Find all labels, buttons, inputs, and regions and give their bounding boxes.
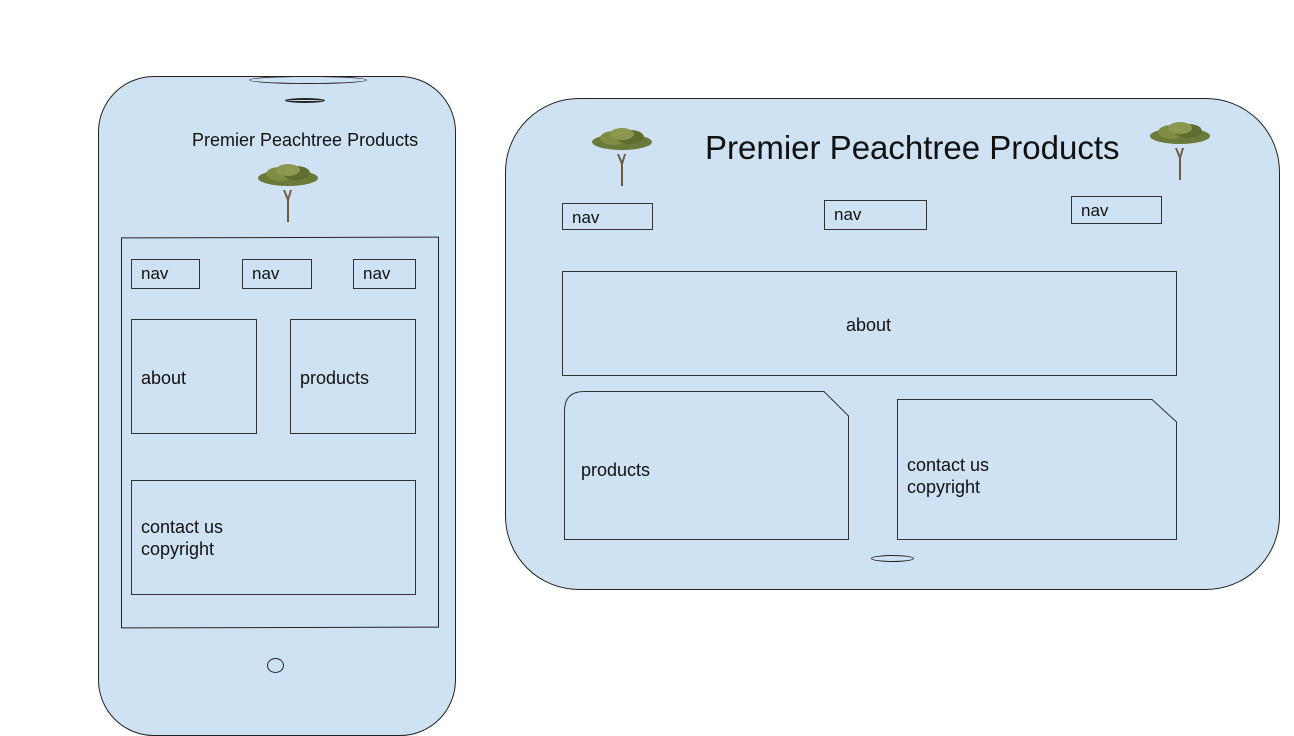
phone-top-slot	[249, 76, 367, 84]
phone-mockup	[98, 76, 456, 736]
phone-nav-2[interactable]: nav	[242, 259, 312, 289]
tablet-title: Premier Peachtree Products	[705, 129, 1120, 166]
tablet-nav-1[interactable]: nav	[562, 203, 653, 230]
tablet-copyright-label: copyright	[907, 477, 981, 497]
tablet-footer-section: contact us copyright	[897, 399, 1177, 540]
tablet-home-button[interactable]	[871, 555, 914, 562]
phone-nav-1[interactable]: nav	[131, 259, 200, 289]
tablet-products-section: products	[564, 391, 849, 540]
tablet-nav-3[interactable]: nav	[1071, 196, 1162, 224]
phone-speaker	[285, 98, 325, 103]
phone-copyright-label: copyright	[141, 539, 215, 559]
phone-tree-icon	[256, 160, 320, 224]
tablet-products-label: products	[581, 460, 651, 480]
phone-products-label: products	[300, 368, 370, 388]
tablet-about-section: about	[562, 271, 1177, 376]
phone-title: Premier Peachtree Products	[192, 130, 419, 150]
tablet-mockup	[505, 98, 1280, 590]
tablet-about-label: about	[846, 315, 892, 335]
phone-about-label: about	[141, 368, 187, 388]
tablet-contact-label: contact us	[907, 455, 990, 475]
phone-home-button[interactable]	[267, 658, 284, 673]
phone-about-section: about	[131, 319, 257, 434]
phone-contact-label: contact us	[141, 517, 224, 537]
tablet-tree-icon-right	[1148, 118, 1212, 182]
phone-footer-section: contact us copyright	[131, 480, 416, 595]
tablet-nav-2[interactable]: nav	[824, 200, 927, 230]
phone-products-section: products	[290, 319, 416, 434]
phone-nav-3[interactable]: nav	[353, 259, 416, 289]
tablet-tree-icon-left	[590, 124, 654, 188]
